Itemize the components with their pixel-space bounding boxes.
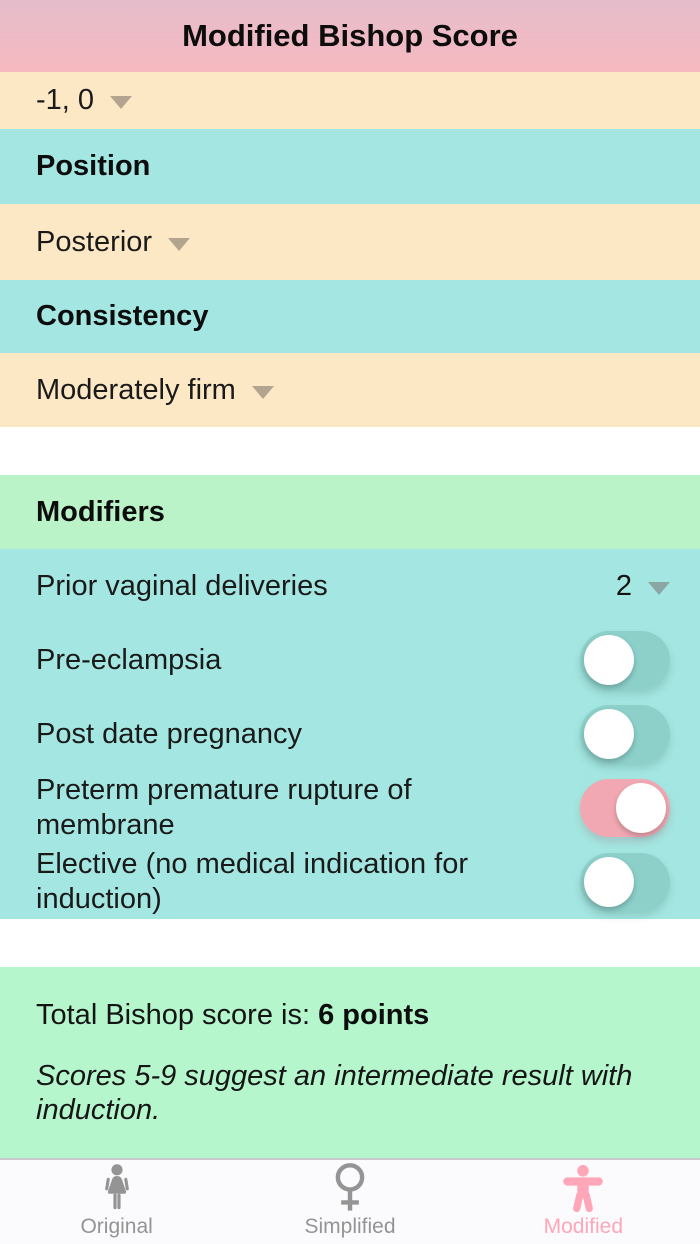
score-interpretation: Scores 5-9 suggest an intermediate resul… [36,1060,633,1127]
pre-eclampsia-toggle[interactable] [580,631,670,689]
toggle-knob [616,783,666,833]
toggle-knob [584,709,634,759]
separator [0,919,700,967]
post-date-pregnancy-row: Post date pregnancy [0,697,700,771]
consistency-value: Moderately firm [36,373,236,406]
section-header-modifiers: Modifiers [0,475,700,549]
modifiers-block: Prior vaginal deliveries 2 Pre-eclampsia… [0,549,700,919]
station-value: -1, 0 [36,84,95,116]
elective-induction-label: Elective (no medical indication for indu… [36,848,468,915]
elective-induction-row: Elective (no medical indication for indu… [0,845,700,919]
tab-label: Modified [543,1215,624,1238]
post-date-pregnancy-label: Post date pregnancy [36,717,303,750]
prior-deliveries-row[interactable]: Prior vaginal deliveries 2 [0,549,700,623]
total-score-line: Total Bishop score is: 6 points [36,999,664,1032]
station-value-dropdown[interactable]: -1, 0 [0,72,700,129]
consistency-value-dropdown[interactable]: Moderately firm [0,353,700,427]
preterm-rupture-toggle[interactable] [580,779,670,837]
prior-deliveries-label: Prior vaginal deliveries [36,569,328,602]
female-symbol-icon [330,1163,370,1213]
preterm-rupture-row: Preterm premature rupture of membrane [0,771,700,845]
section-header-position: Position [0,129,700,204]
section-title: Modifiers [36,495,165,528]
total-score-prefix: Total Bishop score is: [36,999,319,1031]
tab-bar: Original Simplified [0,1158,700,1244]
preterm-rupture-label: Preterm premature rupture of membrane [36,774,412,841]
tab-label: Original [80,1215,153,1238]
section-title: Consistency [36,300,209,332]
page-title: Modified Bishop Score [182,18,518,53]
total-score-value: 6 points [318,999,430,1031]
prior-deliveries-value: 2 [615,569,632,602]
tab-original[interactable]: Original [0,1160,233,1244]
position-value: Posterior [36,225,153,258]
app-header: Modified Bishop Score [0,0,700,72]
result-panel: Total Bishop score is: 6 points Scores 5… [0,967,700,1158]
toggle-knob [584,857,634,907]
chevron-down-icon [648,581,670,595]
chevron-down-icon [168,237,191,251]
post-date-pregnancy-toggle[interactable] [580,705,670,763]
separator [0,427,700,475]
prior-deliveries-dropdown[interactable]: 2 [616,570,670,603]
pre-eclampsia-label: Pre-eclampsia [36,643,222,676]
tab-simplified[interactable]: Simplified [233,1160,466,1244]
chevron-down-icon [251,385,274,399]
elective-induction-toggle[interactable] [580,853,670,911]
person-arms-out-icon [560,1163,606,1213]
chevron-down-icon [110,96,133,109]
position-value-dropdown[interactable]: Posterior [0,204,700,280]
section-header-consistency: Consistency [0,280,700,353]
pre-eclampsia-row: Pre-eclampsia [0,623,700,697]
tab-label: Simplified [304,1215,396,1238]
section-title: Position [36,150,151,182]
tab-modified[interactable]: Modified [467,1160,700,1244]
toggle-knob [584,635,634,685]
woman-icon [100,1163,134,1213]
